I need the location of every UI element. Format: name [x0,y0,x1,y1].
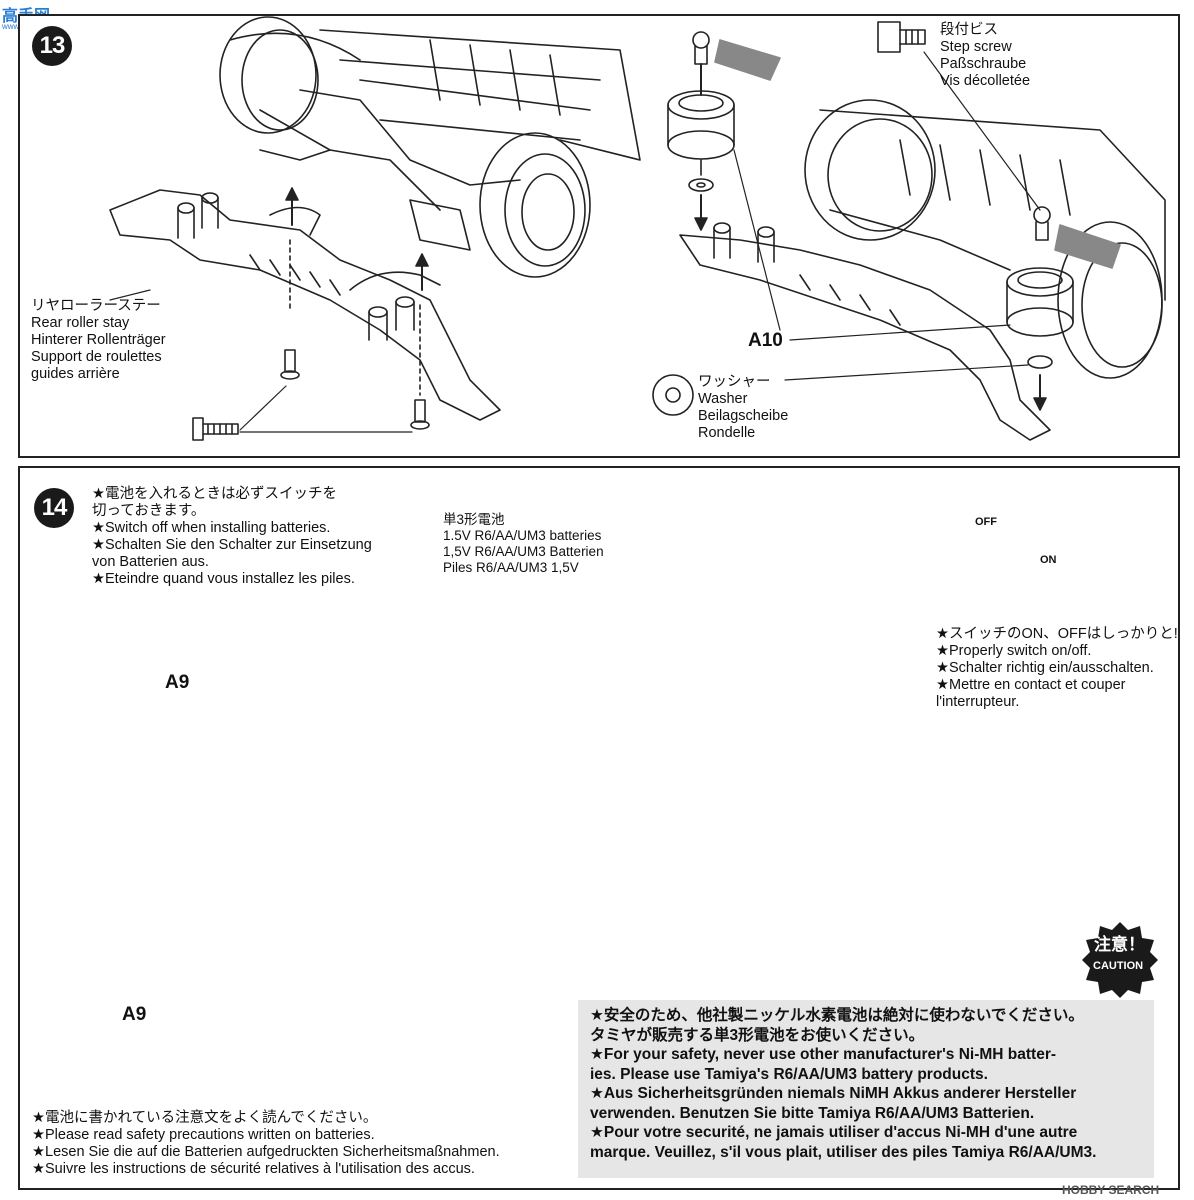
washer-label: ワッシャー Washer Beilagscheibe Rondelle [698,374,789,441]
part-a9-upper-label: A9 [165,672,190,693]
switch-on-text: ON [1040,554,1057,566]
switch-off-text: OFF [975,516,997,528]
part-a9-lower-label: A9 [122,1004,147,1025]
rear-roller-stay-label: リヤローラーステー Rear roller stay Hinterer Roll… [31,298,166,382]
caution-en: CAUTION [1093,960,1144,972]
caution-jp: 注意！ [1094,935,1145,954]
caution-badge [1082,922,1158,998]
part-a10-label: A10 [748,330,783,351]
step-13-badge: 13 [32,26,72,66]
chassis-drawing-13-left [109,16,641,441]
proper-switch-note: ★スイッチのON、OFFはしっかりと! ★Properly switch on/… [936,626,1178,710]
watermark-bottom: HOBBY SEARCH [1062,1183,1160,1197]
battery-precautions-note: ★電池に書かれている注意文をよく読んでください。 ★Please read sa… [32,1110,500,1177]
switch-off-note: ★電池を入れるときは必ずスイッチを 切っておきます。 ★Switch off w… [92,486,372,587]
step-14-badge: 14 [34,488,74,528]
step-13-panel [18,14,1180,458]
caution-box: ★安全のため、他社製ニッケル水素電池は絶対に使わないでください。 タミヤが販売す… [578,1000,1154,1178]
step-screw-label: 段付ビス Step screw Paßschraube Vis décollet… [940,22,1031,89]
battery-label: 単3形電池 1.5V R6/AA/UM3 batteries 1,5V R6/A… [443,512,604,575]
chassis-drawing-13-right [652,21,1166,441]
